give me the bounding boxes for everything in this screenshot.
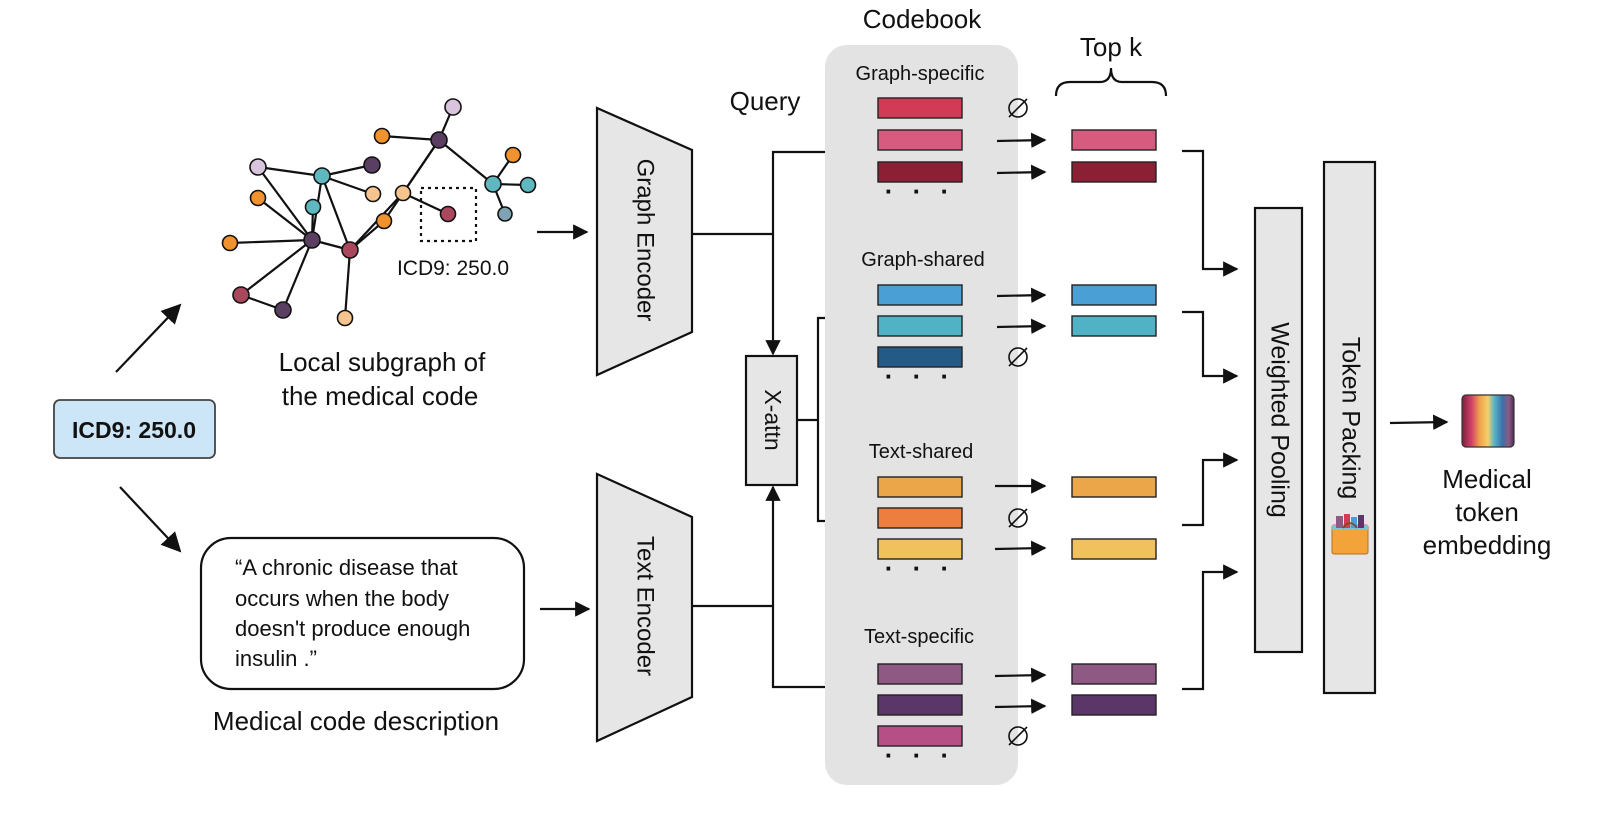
ellipsis: · · · [885,361,955,391]
empty-set-icon [1008,726,1028,746]
selected-entry [1071,538,1157,560]
subgraph-nodes [221,98,537,327]
selected-entry [1071,129,1157,151]
description-line2: occurs when the body [235,586,449,611]
graph-encoder: Graph Encoder [595,106,694,377]
description-caption: Medical code description [213,706,499,736]
selected-entry [1071,476,1157,498]
ellipsis: · · · [885,176,955,206]
codebook-entry [877,663,963,685]
icd-code-label: ICD9: 250.0 [72,417,196,443]
codebook-group-graph-specific: Graph-specific · · · [856,63,985,206]
pooling-connectors [1182,149,1239,691]
description-line3: doesn't produce enough [235,616,470,641]
query-to-graph-specific [771,144,850,234]
output-label-line2: token [1455,497,1519,527]
codebook-group-graph-shared: Graph-shared · · · [861,249,984,391]
embedding-swatch [1461,394,1515,448]
codebook-entry [877,507,963,529]
empty-set-icon [1008,508,1028,528]
text-encoder: Text Encoder [595,472,694,743]
codebook-entry [877,538,963,560]
topk-selected-entries [1071,129,1157,716]
output-label-line3: embedding [1423,530,1552,560]
query-to-text-specific [771,606,850,695]
not-selected-markers [1008,98,1028,746]
empty-set-icon [1008,347,1028,367]
arrow-to-embedding [1389,414,1449,430]
subgraph-caption-line2: the medical code [282,381,479,411]
group-label-text-specific: Text-specific [864,626,974,648]
local-subgraph: ICD9: 250.0 Local subgraph of the medica… [221,98,537,411]
xattn-block: X-attn [744,354,799,487]
weighted-pooling-block: Weighted Pooling [1253,206,1304,654]
selected-entry [1071,694,1157,716]
codebook-group-text-shared: Text-shared · · · [869,441,974,583]
codebook-panel [825,45,1018,785]
selected-entry [1071,315,1157,337]
subgraph-node-label: ICD9: 250.0 [397,257,509,280]
weighted-pooling-label: Weighted Pooling [1265,322,1293,518]
subgraph-caption-line1: Local subgraph of [279,347,486,377]
selection-arrows [994,132,1047,714]
target-node-highlight [419,186,478,243]
codebook-entry [877,161,963,183]
ellipsis: · · · [885,553,955,583]
query-label: Query [730,86,801,116]
codebook-title: Codebook [863,4,983,34]
codebook-entry [877,129,963,151]
shopping-bag-icon [1331,514,1369,555]
codebook-entry [877,346,963,368]
codebook-group-text-specific: Text-specific · · · [864,626,974,770]
selected-entry [1071,284,1157,306]
token-packing-label: Token Packing [1336,337,1364,500]
token-packing-block: Token Packing [1322,160,1377,695]
codebook-entry [877,97,963,119]
codebook-entry [877,476,963,498]
ellipsis: · · · [885,740,955,770]
group-label-graph-shared: Graph-shared [861,249,984,271]
arrow-to-description [119,486,182,553]
description-box: “A chronic disease that occurs when the … [199,536,526,691]
codebook-entry [877,315,963,337]
selected-entry [1071,161,1157,183]
description-line4: insulin .” [235,646,317,671]
group-label-text-shared: Text-shared [869,441,974,463]
description-line1: “A chronic disease that [235,555,458,580]
graph-encoder-label: Graph Encoder [632,159,659,322]
icd-code-box: ICD9: 250.0 [53,399,216,459]
arrow-to-subgraph [115,303,182,373]
codebook-entry [877,725,963,747]
codebook-entry [877,284,963,306]
selected-entry [1071,663,1157,685]
empty-set-icon [1008,98,1028,118]
xattn-label: X-attn [760,389,786,450]
medical-token-embedding: Medical token embedding [1423,394,1552,560]
group-label-graph-specific: Graph-specific [856,63,985,85]
text-encoder-label: Text Encoder [632,536,659,676]
codebook-entry [877,694,963,716]
topk-label: Top k [1080,32,1143,62]
topk-brace [1054,67,1168,97]
output-label-line1: Medical [1442,464,1532,494]
